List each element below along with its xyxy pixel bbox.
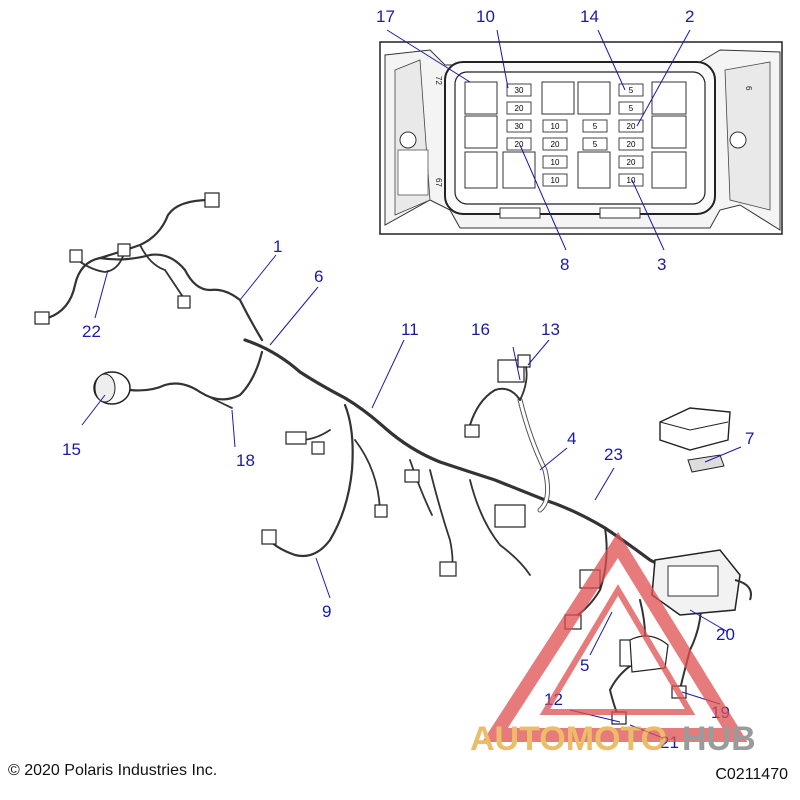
connector bbox=[69, 249, 83, 263]
fuse-value: 30 bbox=[515, 86, 524, 95]
fuse bbox=[618, 137, 644, 151]
fuse-box-side-label-bottom: 67 bbox=[434, 178, 443, 187]
fuse bbox=[618, 101, 644, 115]
fuse bbox=[506, 101, 532, 115]
fuse bbox=[542, 155, 568, 169]
fuse-value: 20 bbox=[551, 140, 560, 149]
connector bbox=[261, 529, 277, 545]
harness-fuse-block bbox=[651, 549, 752, 616]
relay bbox=[577, 81, 611, 115]
callout-numbers: 17 10 14 2 8 3 1 6 11 16 13 22 4 23 7 15… bbox=[62, 7, 754, 752]
fuse-value: 20 bbox=[515, 140, 524, 149]
fuse bbox=[618, 155, 644, 169]
fuse-value: 20 bbox=[515, 104, 524, 113]
callout-7: 7 bbox=[745, 429, 754, 448]
relay bbox=[464, 115, 498, 149]
fuse-value: 5 bbox=[593, 122, 598, 131]
callout-5: 5 bbox=[580, 656, 589, 675]
connector bbox=[311, 441, 325, 455]
callout-20: 20 bbox=[716, 625, 735, 644]
fuse bbox=[542, 173, 568, 187]
relay bbox=[464, 151, 498, 189]
fuse-box-inset: 72 6 67 bbox=[379, 41, 783, 235]
fuse-value: 10 bbox=[627, 176, 636, 185]
fuse bbox=[506, 83, 532, 97]
fuse-value: 20 bbox=[627, 140, 636, 149]
horn-component bbox=[93, 371, 131, 405]
callout-23: 23 bbox=[604, 445, 623, 464]
fuse-value: 20 bbox=[627, 122, 636, 131]
fuse-box-side-label-left: 72 bbox=[434, 76, 443, 85]
connector bbox=[285, 431, 307, 445]
callout-17: 17 bbox=[376, 7, 395, 26]
callout-8: 8 bbox=[560, 255, 569, 274]
copyright-text: © 2020 Polaris Industries Inc. bbox=[8, 762, 218, 779]
connector bbox=[177, 295, 191, 309]
callout-15: 15 bbox=[62, 440, 81, 459]
callout-3: 3 bbox=[657, 255, 666, 274]
fuse bbox=[618, 83, 644, 97]
fuse-value: 5 bbox=[629, 86, 634, 95]
fuse-value: 30 bbox=[515, 122, 524, 131]
fuse-value: 20 bbox=[627, 158, 636, 167]
fuse-value: 10 bbox=[551, 176, 560, 185]
fuse-value: 10 bbox=[551, 158, 560, 167]
connector bbox=[464, 424, 480, 438]
fuse-value: 5 bbox=[593, 140, 598, 149]
drawing-number: C0211470 bbox=[715, 766, 788, 783]
fuse-box-side-label-right: 6 bbox=[744, 86, 753, 91]
relay bbox=[502, 151, 536, 189]
callout-6: 6 bbox=[314, 267, 323, 286]
fuse-value: 5 bbox=[629, 104, 634, 113]
connector bbox=[204, 192, 220, 208]
connector bbox=[439, 561, 457, 577]
callout-16: 16 bbox=[471, 320, 490, 339]
fuse bbox=[542, 137, 568, 151]
callout-14: 14 bbox=[580, 7, 599, 26]
relay bbox=[464, 81, 498, 115]
fuse bbox=[542, 119, 568, 133]
relay bbox=[577, 151, 611, 189]
callout-22: 22 bbox=[82, 322, 101, 341]
fuse bbox=[506, 119, 532, 133]
fuse bbox=[618, 173, 644, 187]
callout-9: 9 bbox=[322, 602, 331, 621]
callout-13: 13 bbox=[541, 320, 560, 339]
relay bbox=[651, 115, 687, 149]
connector bbox=[374, 504, 388, 518]
relay bbox=[651, 81, 687, 115]
connector bbox=[34, 311, 50, 325]
fuse bbox=[506, 137, 532, 151]
callout-2: 2 bbox=[685, 7, 694, 26]
callout-18: 18 bbox=[236, 451, 255, 470]
relay bbox=[541, 81, 575, 115]
fuse-value: 10 bbox=[551, 122, 560, 131]
fuse bbox=[582, 119, 608, 133]
leader-lines bbox=[81, 29, 742, 739]
connector bbox=[117, 243, 131, 257]
fuse-cover-part-7 bbox=[659, 407, 731, 473]
watermark-word-hub: HUB bbox=[682, 720, 756, 758]
callout-4: 4 bbox=[567, 429, 576, 448]
connector bbox=[404, 469, 420, 483]
connector bbox=[517, 354, 531, 368]
watermark-logo: AUTOMOTO HUB bbox=[470, 531, 756, 758]
watermark-word-automoto: AUTOMOTO bbox=[470, 720, 667, 758]
fuse bbox=[582, 137, 608, 151]
fuse bbox=[618, 119, 644, 133]
callout-10: 10 bbox=[476, 7, 495, 26]
callout-1: 1 bbox=[273, 237, 282, 256]
connector bbox=[494, 504, 526, 528]
relay bbox=[651, 151, 687, 189]
callout-11: 11 bbox=[401, 320, 419, 339]
